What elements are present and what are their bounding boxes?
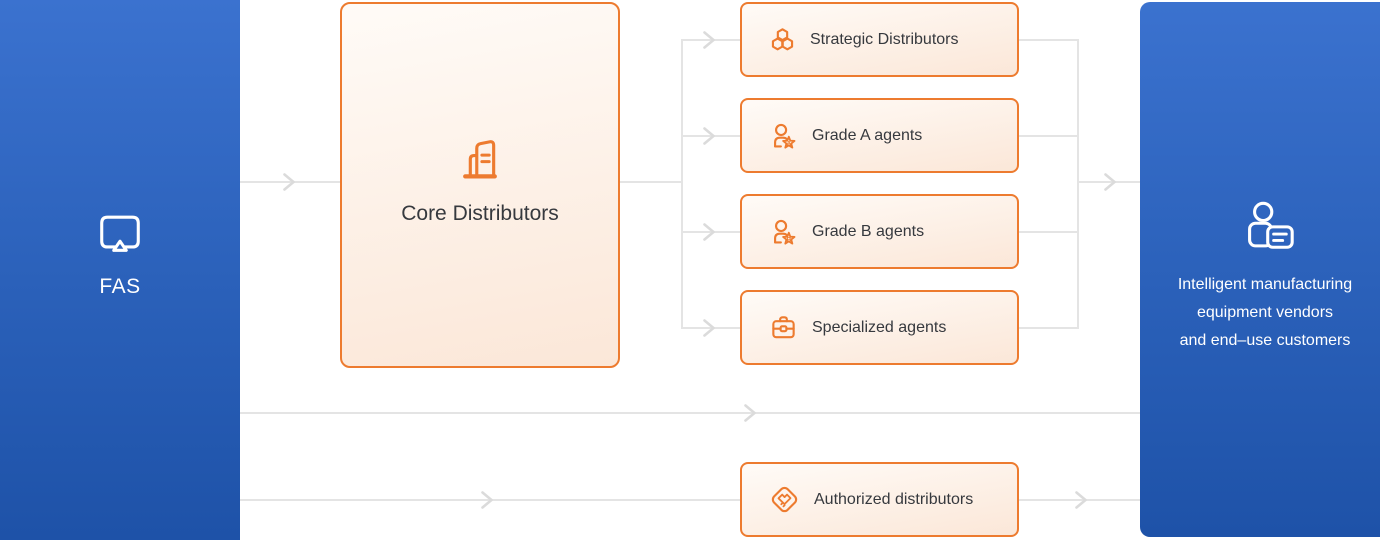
badge-letter: B (786, 236, 791, 243)
arrow-right-icon (703, 319, 715, 337)
channel-label: Grade B agents (812, 222, 925, 240)
connector-line (240, 412, 1140, 414)
arrow-right-icon (703, 223, 715, 241)
arrow-right-icon (744, 404, 756, 422)
connector-line (1019, 231, 1079, 233)
grade-a-agents-node: A Grade A agents (740, 98, 1019, 173)
fas-label: FAS (99, 275, 141, 298)
arrow-right-icon (481, 491, 493, 509)
core-distributors-node: Core Distributors (340, 2, 620, 368)
connector-line (681, 327, 740, 329)
connector-line (1019, 327, 1079, 329)
connector-line (681, 39, 683, 329)
briefcase-icon (769, 313, 798, 342)
building-icon (454, 133, 506, 181)
customers-description-line: equipment vendors (1196, 304, 1334, 321)
screen-share-icon (95, 212, 145, 255)
specialized-agents-node: Specialized agents (740, 290, 1019, 365)
arrow-right-icon (703, 127, 715, 145)
connector-line (1019, 39, 1079, 41)
connector-line (681, 39, 740, 41)
customer-card-icon (1236, 200, 1294, 251)
grade-b-agents-node: B Grade B agents (740, 194, 1019, 269)
channel-label: Specialized agents (812, 318, 947, 336)
agent-star-icon: B (769, 217, 798, 246)
agent-star-icon: A (769, 121, 798, 150)
hexagon-cluster-icon (769, 27, 796, 52)
connector-line (1019, 499, 1140, 501)
customers-panel: Intelligent manufacturing equipment vend… (1140, 2, 1380, 537)
core-distributors-label: Core Distributors (401, 202, 559, 225)
connector-line (1019, 135, 1079, 137)
customers-description-line: Intelligent manufacturing (1177, 276, 1353, 293)
connector-line (681, 135, 740, 137)
authorized-distributors-label: Authorized distributors (814, 490, 974, 508)
customers-description: Intelligent manufacturing equipment vend… (1178, 271, 1352, 355)
strategic-distributors-node: Strategic Distributors (740, 2, 1019, 77)
connector-line (1077, 181, 1140, 183)
authorized-distributors-node: Authorized distributors (740, 462, 1019, 537)
connector-line (681, 231, 740, 233)
arrow-right-icon (1075, 491, 1087, 509)
fas-panel: FAS (0, 0, 240, 540)
connector-line (240, 181, 340, 183)
arrow-right-icon (1104, 173, 1116, 191)
channel-label: Strategic Distributors (810, 30, 959, 48)
badge-letter: A (786, 140, 791, 147)
arrow-right-icon (703, 31, 715, 49)
connector-line (620, 181, 682, 183)
arrow-right-icon (283, 173, 295, 191)
connector-line (1077, 39, 1079, 329)
channel-label: Grade A agents (812, 126, 923, 144)
handshake-icon (769, 484, 800, 515)
customers-description-line: and end–use customers (1179, 332, 1351, 349)
